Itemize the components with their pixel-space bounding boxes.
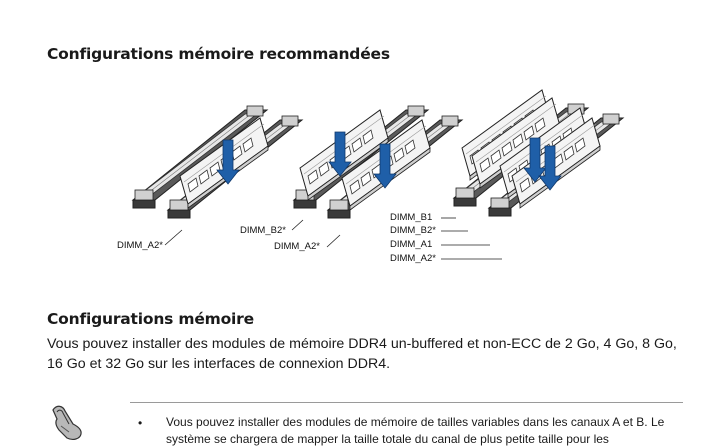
label-dimm-a2-config2: DIMM_A2* bbox=[274, 241, 320, 252]
label-dimm-b1-config3: DIMM_B1 bbox=[390, 212, 433, 223]
note-divider bbox=[130, 402, 683, 403]
config-two-dimms bbox=[291, 105, 463, 248]
note-bullet: • bbox=[138, 416, 143, 430]
label-dimm-b2-config3: DIMM_B2* bbox=[390, 225, 436, 236]
label-dimm-a1-config3: DIMM_A1 bbox=[390, 239, 433, 250]
hand-pointing-icon bbox=[52, 405, 82, 440]
config-four-dimms bbox=[441, 89, 624, 260]
section-title-memory-configs: Configurations mémoire bbox=[47, 310, 254, 328]
note-text: Vous pouvez installer des modules de mém… bbox=[166, 415, 665, 446]
label-dimm-b2-config2: DIMM_B2* bbox=[240, 225, 286, 236]
memory-configuration-diagram bbox=[132, 89, 624, 260]
section-title-recommended-configs: Configurations mémoire recommandées bbox=[47, 45, 390, 63]
label-dimm-a2-config3: DIMM_A2* bbox=[390, 253, 436, 264]
label-dimm-a2-config1: DIMM_A2* bbox=[117, 240, 163, 251]
memory-description-paragraph: Vous pouvez installer des modules de mém… bbox=[47, 336, 677, 372]
config-one-dimm bbox=[132, 105, 303, 246]
